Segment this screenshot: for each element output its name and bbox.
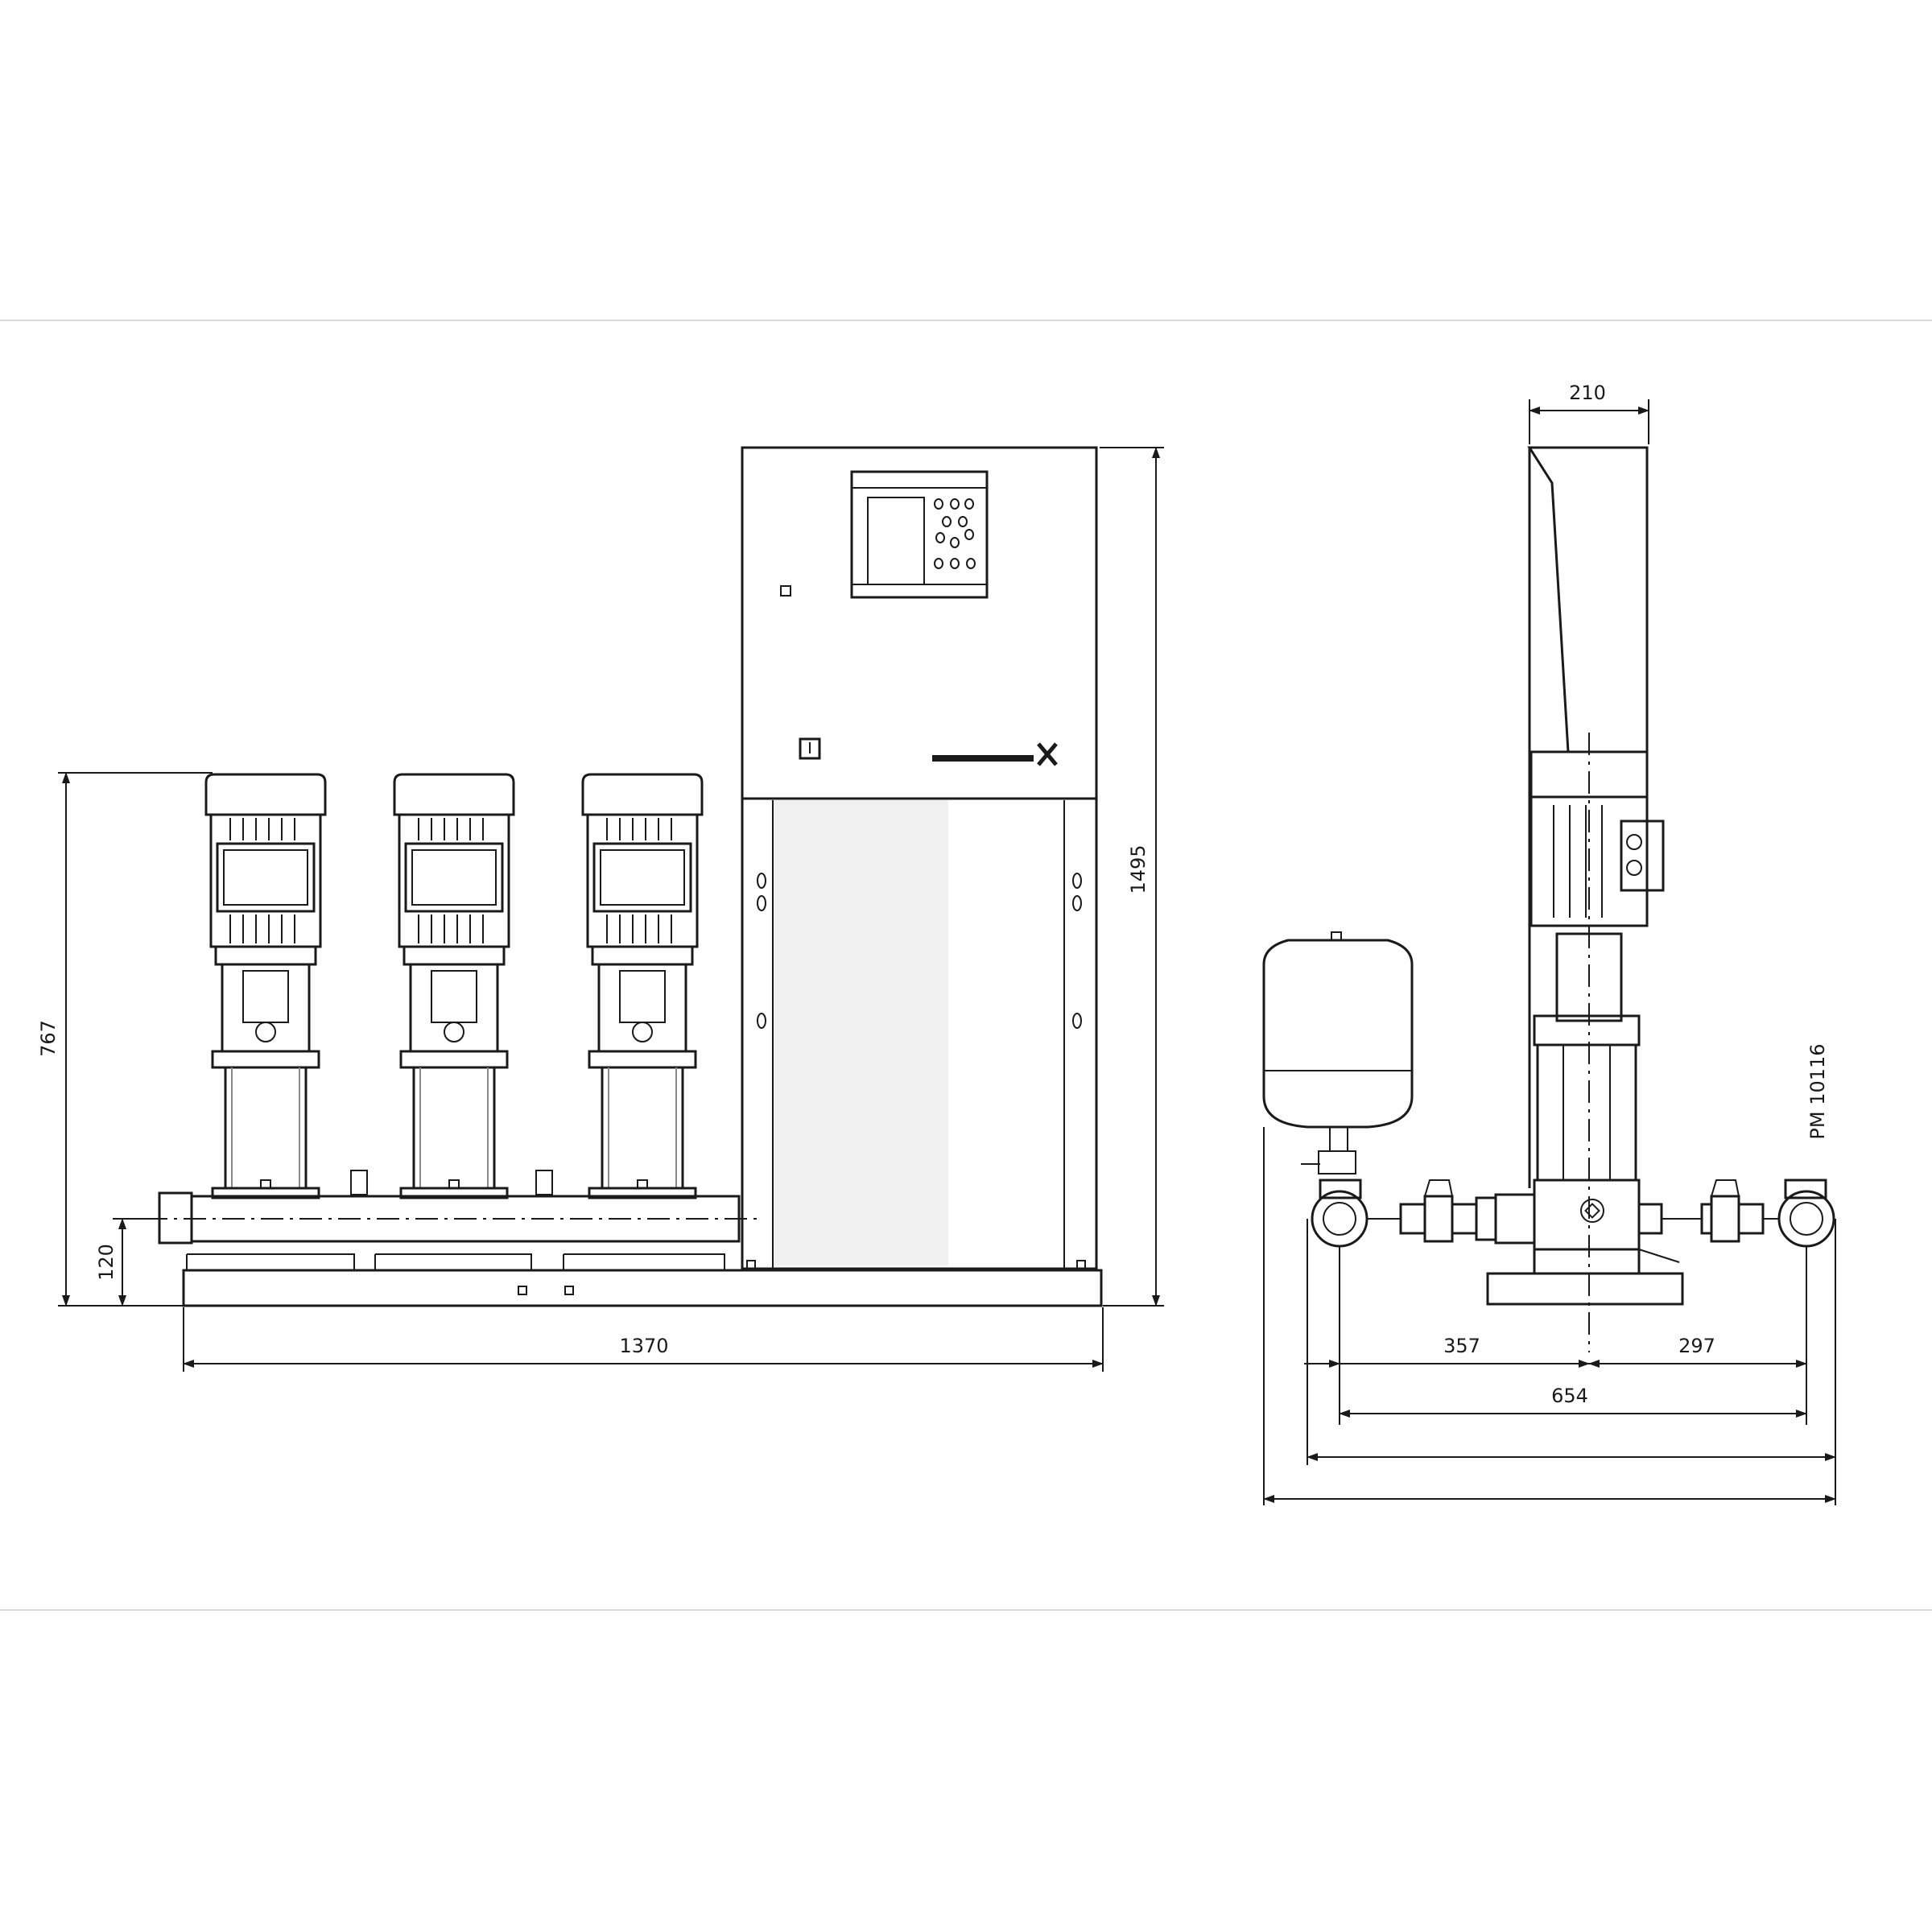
dim-767-label: 767 xyxy=(37,1020,60,1057)
dimension-pump-height: 767 xyxy=(37,772,213,1307)
dimension-top-width: 210 xyxy=(1529,382,1649,444)
dim-210-label: 210 xyxy=(1569,382,1606,404)
front-view: 1495 767 120 1370 xyxy=(37,446,1164,1372)
dimension-overall-height: 1495 xyxy=(1100,447,1164,1307)
dim-297-label: 297 xyxy=(1678,1335,1715,1357)
control-cabinet xyxy=(741,446,1098,1270)
dim-654-label: 654 xyxy=(1551,1385,1588,1407)
side-manifold-left xyxy=(1311,1179,1536,1248)
pumps-front xyxy=(204,773,704,1199)
grundfos-logo xyxy=(932,742,1058,766)
side-manifold-right xyxy=(1637,1179,1835,1248)
dimension-width: 1370 xyxy=(183,1307,1104,1372)
controller-display xyxy=(850,470,989,599)
dim-120-label: 120 xyxy=(95,1244,118,1281)
dim-1495-label: 1495 xyxy=(1127,844,1150,894)
vertical-pump xyxy=(581,773,704,1199)
motor-cooling-fins xyxy=(1553,805,1603,918)
dimension-offsets: 357 297 xyxy=(1304,1335,1807,1368)
dim-1370-label: 1370 xyxy=(619,1335,668,1357)
pump-feet xyxy=(186,1253,725,1270)
keypad-buttons xyxy=(934,498,976,569)
dimension-manifold-height: 120 xyxy=(95,1218,161,1307)
dimension-overall-depth xyxy=(1263,1453,1836,1503)
dimension-manifold-span: 654 xyxy=(1339,1385,1807,1418)
vertical-pump xyxy=(204,773,327,1199)
door-hinges xyxy=(757,873,1082,1029)
manifold-pipe xyxy=(145,1170,757,1245)
main-switch-icon xyxy=(799,737,821,760)
side-view: 210 357 297 654 PM 10116 xyxy=(1262,382,1836,1505)
diaphragm-tank xyxy=(1262,931,1414,1174)
indicator-lamp xyxy=(780,585,791,597)
side-motor xyxy=(1530,750,1665,927)
vertical-pump xyxy=(393,773,515,1199)
base-frame xyxy=(182,1260,1103,1307)
drawing-reference: PM 10116 xyxy=(1806,1043,1829,1139)
dim-357-label: 357 xyxy=(1443,1335,1480,1357)
